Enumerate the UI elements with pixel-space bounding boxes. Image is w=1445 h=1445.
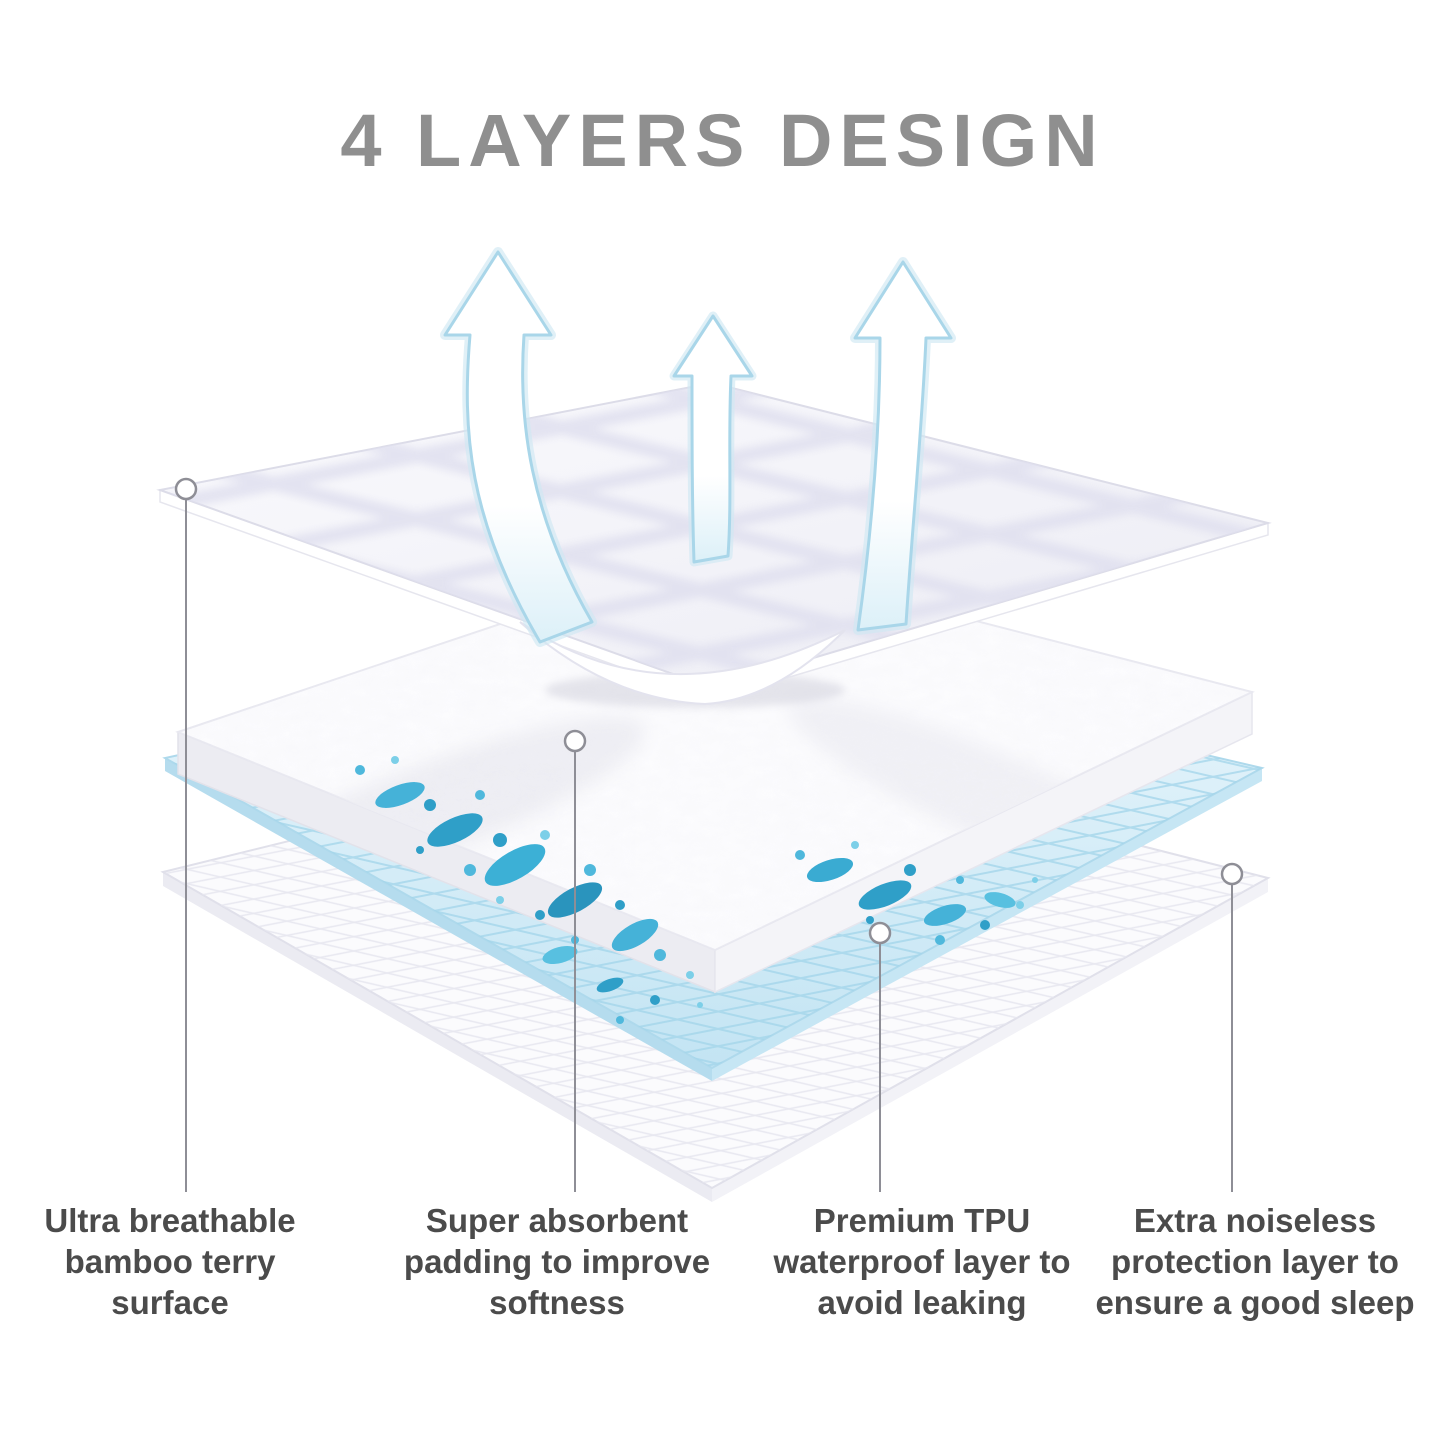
callout-dot-tpu [868,921,892,945]
water-splash-right-icon [795,841,1038,945]
layer-absorbent-padding [175,551,1255,994]
breathe-arrow-middle-icon [669,311,757,567]
breathability-arrows [440,247,956,647]
breathe-arrow-right-icon [850,257,956,635]
callout-dot-padding [563,729,587,753]
water-splash-left-icon [355,756,703,1024]
callouts [174,477,1244,1192]
page-title: 4 LAYERS DESIGN [340,99,1105,182]
callout-dot-bamboo [174,477,198,501]
callout-dot-protection [1220,862,1244,886]
sheet-curl [519,621,846,706]
breathe-arrow-left-icon [440,247,597,647]
